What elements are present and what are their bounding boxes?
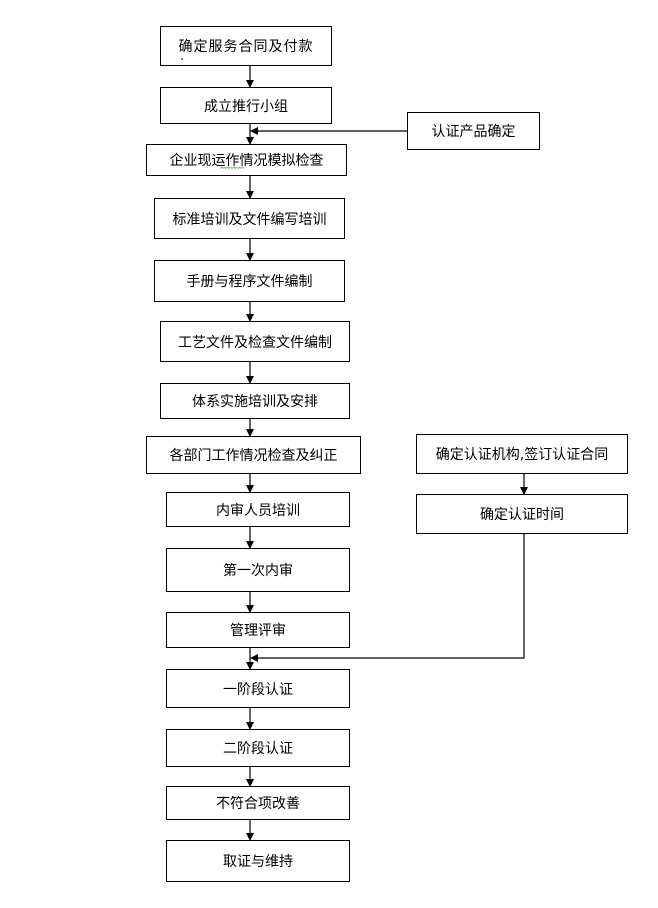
step-first-internal-audit: 第一次内审: [166, 548, 350, 592]
step-department-check: 各部门工作情况检查及纠正: [146, 436, 361, 474]
spellcheck-squiggle: [219, 167, 245, 169]
step-confirm-contract: 确定服务合同及付款: [160, 26, 332, 66]
side-confirm-product: 认证产品确定: [407, 112, 540, 150]
step-first-internal-audit-label: 第一次内审: [223, 563, 293, 579]
step-confirm-contract-label: 确定服务合同及付款: [178, 39, 314, 55]
step-nonconformity-improvement-label: 不符合项改善: [216, 796, 300, 812]
step-certificate-maintenance-label: 取证与维持: [223, 854, 293, 870]
step-simulated-check-label: 企业现运作情况模拟检查: [169, 153, 324, 169]
step-process-documents-label: 工艺文件及检查文件编制: [178, 334, 332, 351]
step-certificate-maintenance: 取证与维持: [166, 840, 350, 882]
side-confirm-product-label: 认证产品确定: [431, 124, 516, 140]
step-stage-two-certification: 二阶段认证: [166, 729, 350, 767]
side-confirm-certification-time: 确定认证时间: [416, 494, 628, 534]
step-standard-training-label: 标准培训及文件编写培训: [172, 211, 327, 228]
stray-mark: [181, 58, 183, 60]
arrow-r3-to-main: [250, 534, 525, 662]
step-system-training-label: 体系实施培训及安排: [192, 394, 318, 410]
step-stage-one-certification: 一阶段认证: [166, 669, 350, 708]
step-system-training: 体系实施培训及安排: [160, 383, 350, 419]
step-management-review: 管理评审: [166, 612, 350, 648]
step-management-review-label: 管理评审: [230, 623, 286, 639]
step-standard-training: 标准培训及文件编写培训: [154, 198, 345, 239]
step-form-team: 成立推行小组: [160, 87, 332, 124]
step-stage-one-certification-label: 一阶段认证: [223, 681, 293, 698]
step-stage-two-certification-label: 二阶段认证: [223, 741, 293, 757]
step-simulated-check: 企业现运作情况模拟检查: [146, 144, 347, 176]
step-auditor-training-label: 内审人员培训: [216, 502, 300, 519]
step-process-documents: 工艺文件及检查文件编制: [160, 321, 350, 362]
step-form-team-label: 成立推行小组: [204, 98, 288, 115]
step-nonconformity-improvement: 不符合项改善: [166, 786, 350, 820]
side-confirm-body-contract: 确定认证机构,签订认证合同: [416, 434, 628, 474]
side-confirm-certification-time-label: 确定认证时间: [480, 507, 564, 523]
step-manual-procedures: 手册与程序文件编制: [154, 260, 345, 302]
side-confirm-body-contract-label: 确定认证机构,签订认证合同: [435, 447, 609, 463]
step-auditor-training: 内审人员培训: [166, 492, 350, 527]
step-department-check-label: 各部门工作情况检查及纠正: [169, 448, 338, 464]
step-manual-procedures-label: 手册与程序文件编制: [186, 274, 313, 290]
